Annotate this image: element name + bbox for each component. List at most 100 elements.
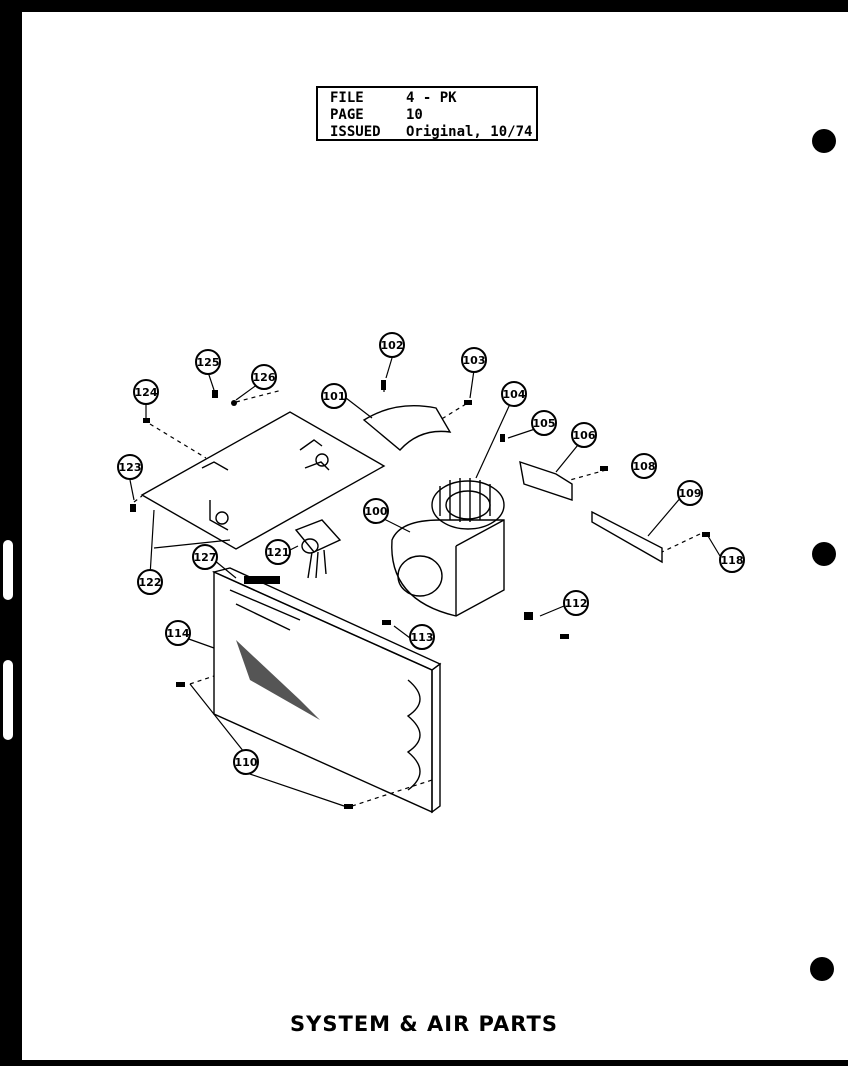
callout-126: 126 <box>251 364 277 390</box>
callout-102: 102 <box>379 332 405 358</box>
leader-line <box>569 469 607 481</box>
screw <box>382 620 391 625</box>
callout-110: 110 <box>233 749 259 775</box>
scan-edge-top <box>0 0 848 12</box>
page-title: SYSTEM & AIR PARTS <box>290 1012 558 1036</box>
leader-line <box>149 509 231 577</box>
callout-bubble <box>719 547 745 573</box>
callout-bubble <box>137 569 163 595</box>
callout-101: 101 <box>321 383 347 409</box>
screw <box>212 390 218 398</box>
screw <box>702 532 710 537</box>
callout-number: 110 <box>235 756 258 769</box>
screw <box>143 418 150 423</box>
blower-wheel-blades <box>439 478 491 522</box>
callout-bubble <box>195 349 221 375</box>
leader-line <box>539 605 565 617</box>
blower-inlet <box>397 555 443 597</box>
leader-line <box>189 683 345 807</box>
screw <box>176 682 185 687</box>
binder-notch <box>3 540 13 600</box>
callout-bubble <box>265 539 291 565</box>
motor-leads <box>307 549 327 579</box>
callout-109: 109 <box>677 480 703 506</box>
callout-number: 123 <box>119 461 142 474</box>
leader-line <box>647 495 683 537</box>
blower-wheel <box>431 480 505 530</box>
callout-bubble <box>563 590 589 616</box>
callout-bubble <box>571 422 597 448</box>
motor-bracket <box>519 460 573 501</box>
nut <box>231 400 237 406</box>
blower-cover <box>362 405 452 451</box>
leader-line <box>213 559 237 579</box>
callout-122: 122 <box>137 569 163 595</box>
binder-notch <box>3 660 13 740</box>
callout-number: 102 <box>381 339 404 352</box>
coil-fin-shading <box>236 640 320 720</box>
leader-line <box>661 533 701 553</box>
callout-number: 109 <box>679 487 702 500</box>
info-key: PAGE <box>330 107 364 123</box>
screw <box>464 400 472 405</box>
callout-bubble <box>677 480 703 506</box>
callout-number: 100 <box>365 505 388 518</box>
callout-bubble <box>321 383 347 409</box>
coil-side-edge <box>431 662 441 814</box>
screw <box>500 434 505 442</box>
blower-housing <box>391 519 505 617</box>
leader-line <box>469 369 475 399</box>
coil-terminal-block <box>244 576 280 584</box>
leader-line <box>235 389 283 403</box>
callout-bubble <box>363 498 389 524</box>
callout-number: 103 <box>463 354 486 367</box>
callout-number: 127 <box>194 551 217 564</box>
callout-bubble <box>461 347 487 373</box>
callout-number: 101 <box>323 390 346 403</box>
info-row-page: PAGE 10 <box>330 107 536 124</box>
leader-line <box>393 625 411 639</box>
callout-bubble <box>251 364 277 390</box>
coil-return-bends <box>406 679 421 791</box>
file-info-box: FILE 4 - PK PAGE 10 ISSUED Original, 10/… <box>316 86 538 141</box>
screw <box>381 380 386 390</box>
callout-group: 1241251261231221011021031041051061081001… <box>117 332 745 775</box>
callout-118: 118 <box>719 547 745 573</box>
info-row-issued: ISSUED Original, 10/74 <box>330 124 536 141</box>
blower-wheel-hub <box>445 490 491 520</box>
callout-bubble <box>379 332 405 358</box>
callout-number: 124 <box>135 386 158 399</box>
leader-line <box>351 779 433 807</box>
screw <box>344 804 353 809</box>
callout-108: 108 <box>631 453 657 479</box>
coil-fins <box>229 589 301 631</box>
plate-clip-ring <box>215 511 229 525</box>
leader-line <box>129 479 135 501</box>
callout-bubble <box>531 410 557 436</box>
plate-clips <box>201 439 330 531</box>
callout-106: 106 <box>571 422 597 448</box>
callout-bubble <box>165 620 191 646</box>
leader-line <box>345 397 373 419</box>
motor-shaft-end <box>301 538 319 554</box>
plate-clip-ring <box>315 453 329 467</box>
callout-number: 118 <box>721 554 744 567</box>
clip <box>524 612 533 620</box>
callout-number: 104 <box>503 388 526 401</box>
scan-edge-left <box>0 0 22 1066</box>
support-channel <box>591 510 663 564</box>
callout-127: 127 <box>192 544 218 570</box>
callout-bubble <box>233 749 259 775</box>
leader-line <box>439 403 467 421</box>
scan-edge-bottom <box>0 1060 848 1066</box>
leader-line <box>149 423 207 459</box>
callout-123: 123 <box>117 454 143 480</box>
callout-number: 112 <box>565 597 588 610</box>
callout-number: 108 <box>633 460 656 473</box>
callout-number: 121 <box>267 546 290 559</box>
callout-number: 125 <box>197 356 220 369</box>
leader-line <box>475 403 511 479</box>
blower-housing-edges <box>455 519 505 616</box>
info-value: 10 <box>406 107 423 123</box>
